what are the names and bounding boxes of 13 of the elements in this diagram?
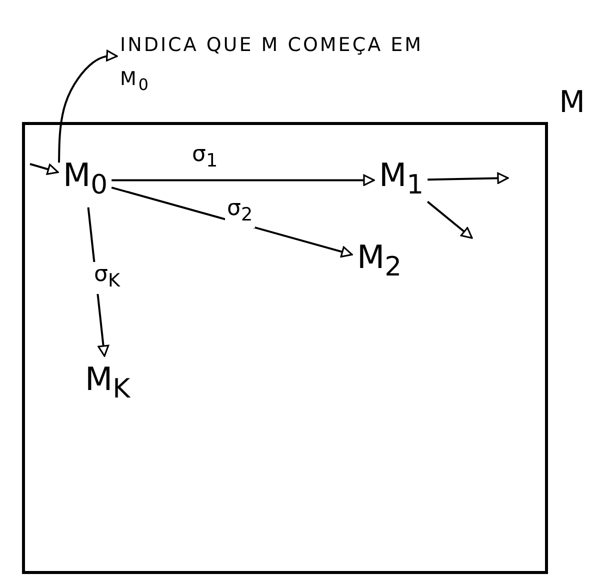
box-heading: M [559, 85, 585, 121]
annotation-text: INDICA QUE M COMEÇA EM M$_{0}$ [120, 28, 430, 102]
arrow [111, 186, 353, 258]
arrow [30, 163, 59, 175]
arrow [426, 200, 473, 239]
arrow [428, 172, 509, 184]
arrow [58, 50, 118, 163]
edge-label: σ$_{K}$ [92, 262, 122, 294]
state-label: M$_{2}$ [355, 237, 404, 288]
state-label: M$_{K}$ [83, 359, 132, 410]
arrow [112, 174, 375, 186]
state-label: M$_{1}$ [377, 155, 426, 206]
state-label: M$_{0}$ [61, 155, 110, 206]
